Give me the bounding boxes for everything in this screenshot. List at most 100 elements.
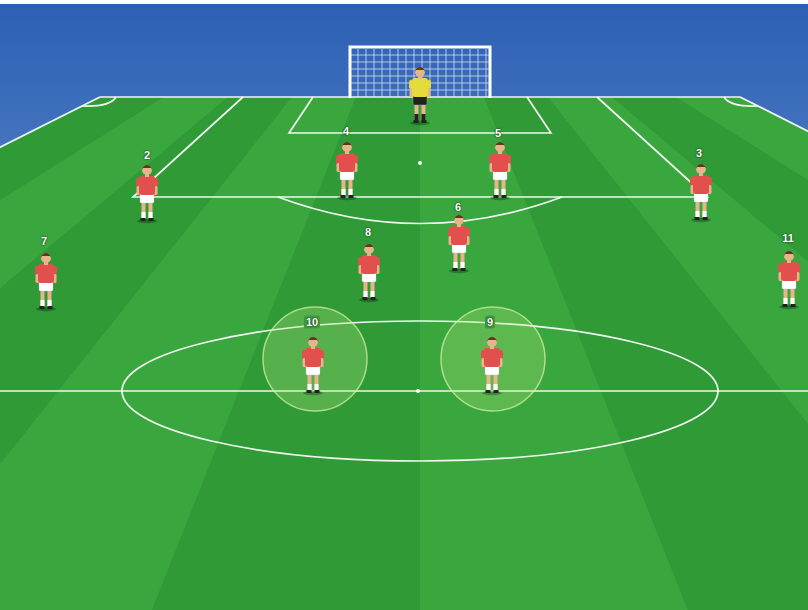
shoe [502, 195, 507, 198]
shoe [414, 120, 419, 123]
shoe [40, 306, 45, 309]
leg [696, 200, 700, 218]
shadow [303, 391, 323, 395]
highlight-circle [441, 307, 545, 411]
net-line [351, 62, 489, 63]
leg [371, 280, 375, 298]
centre-circle [122, 321, 718, 461]
sock [784, 298, 788, 305]
player-number: 5 [495, 127, 501, 140]
sock [495, 189, 499, 196]
shoe [149, 218, 154, 221]
sock [502, 189, 506, 196]
head [308, 337, 318, 347]
leg [487, 373, 491, 391]
corner-arc [82, 97, 116, 106]
sock [371, 291, 375, 298]
head [784, 251, 794, 261]
sock [494, 384, 498, 391]
player-number: 4 [343, 125, 349, 138]
player-number: 7 [41, 235, 47, 248]
shoe [341, 195, 346, 198]
shadow [490, 196, 510, 200]
sock [342, 189, 346, 196]
player-figure [136, 165, 158, 223]
player-number: 10 [304, 316, 320, 329]
goal [350, 47, 490, 98]
top-border [0, 0, 808, 4]
leg [494, 373, 498, 391]
shadow [36, 307, 56, 311]
grass-stripe [152, 97, 420, 610]
head [142, 165, 152, 175]
penalty-box [133, 97, 707, 197]
hair [364, 244, 374, 249]
shoe [695, 217, 700, 220]
grass-stripe [804, 97, 808, 610]
leg [791, 287, 795, 305]
grass-stripe [740, 97, 808, 610]
grass [0, 97, 808, 610]
hair [142, 165, 152, 170]
leg [502, 178, 506, 196]
player-figure [489, 142, 511, 200]
sock [791, 298, 795, 305]
sock [308, 384, 312, 391]
torso [484, 348, 500, 367]
leg [142, 201, 146, 219]
hair [487, 337, 497, 342]
head [495, 142, 505, 152]
head [696, 164, 706, 174]
shadow [482, 391, 502, 395]
net-line [351, 55, 489, 56]
head [415, 67, 425, 77]
shoe [141, 218, 146, 221]
sock [349, 189, 353, 196]
leg [308, 373, 312, 391]
player-figure [358, 244, 380, 302]
shoe [422, 120, 427, 123]
hair [342, 142, 352, 147]
leg [315, 373, 319, 391]
sock [703, 211, 707, 218]
head [342, 142, 352, 152]
leg [149, 201, 153, 219]
shadow [410, 121, 430, 125]
torso [361, 255, 377, 274]
player-number: 9 [485, 316, 495, 329]
leg [415, 103, 419, 121]
shoe [315, 390, 320, 393]
shoe [783, 304, 788, 307]
head [454, 215, 464, 225]
hair [308, 337, 318, 342]
shoe [703, 217, 708, 220]
leg [41, 289, 45, 307]
torso [412, 78, 428, 97]
leg [454, 251, 458, 269]
torso [305, 348, 321, 367]
shoe [307, 390, 312, 393]
touch-line [0, 97, 100, 610]
player-figure [690, 164, 712, 222]
shadow [137, 219, 157, 223]
shoe [461, 268, 466, 271]
player-number: 6 [455, 201, 461, 214]
shoe [48, 306, 53, 309]
player-number: 2 [144, 149, 150, 162]
player-figure [481, 337, 503, 395]
torso [38, 264, 54, 283]
player-figure [778, 251, 800, 309]
player-number: 8 [365, 226, 371, 239]
shadow [779, 305, 799, 309]
torso [451, 226, 467, 245]
penalty-arc [278, 197, 562, 224]
penalty-spot [418, 161, 422, 165]
shoe [486, 390, 491, 393]
highlight-circle [263, 307, 367, 411]
torso [139, 176, 155, 195]
head [487, 337, 497, 347]
grass-stripe [676, 97, 808, 610]
